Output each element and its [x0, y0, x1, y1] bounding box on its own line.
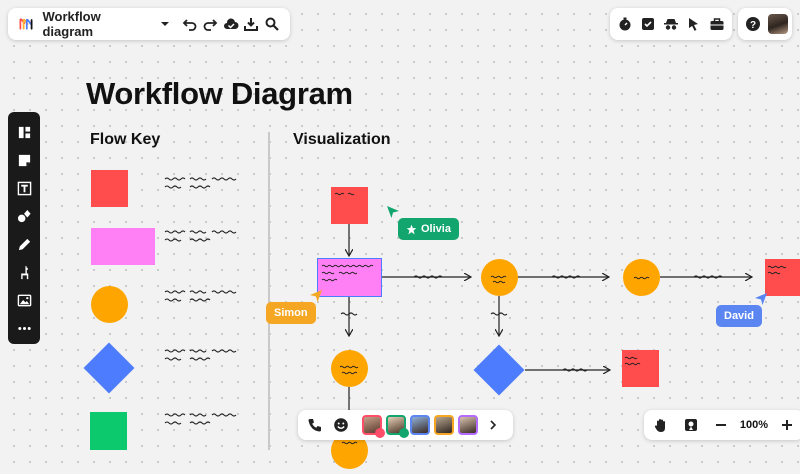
- olivia-name: Olivia: [421, 223, 451, 235]
- simon-label: Simon: [266, 302, 316, 324]
- download-icon[interactable]: [241, 13, 261, 35]
- checkbox-icon[interactable]: [637, 13, 659, 35]
- node-red-square-lower[interactable]: [622, 350, 659, 387]
- question-icon[interactable]: ?: [742, 13, 764, 35]
- node-orange-circle-right[interactable]: [623, 259, 660, 296]
- key-red-square[interactable]: [91, 170, 128, 207]
- briefcase-icon[interactable]: [706, 13, 728, 35]
- text-icon[interactable]: [10, 174, 38, 202]
- avatar[interactable]: [768, 14, 788, 34]
- simon-name: Simon: [274, 307, 308, 319]
- key-description-4: [164, 349, 237, 361]
- chevron-right-icon[interactable]: [482, 414, 504, 436]
- emoji-icon[interactable]: [330, 414, 352, 436]
- section-divider: [268, 132, 270, 450]
- pen-icon[interactable]: [10, 230, 38, 258]
- collaborator-avatar[interactable]: [434, 415, 454, 435]
- collaborator-avatar[interactable]: [362, 415, 385, 438]
- undo-icon[interactable]: [180, 13, 200, 35]
- star-badge-icon: [375, 428, 385, 438]
- simon-cursor-icon: [310, 290, 322, 302]
- key-description-3: [164, 290, 237, 302]
- redo-icon[interactable]: [200, 13, 220, 35]
- node-red-square-end[interactable]: [765, 259, 800, 296]
- timer-icon[interactable]: [614, 13, 636, 35]
- chevron-down-icon[interactable]: [155, 13, 175, 35]
- visualization-title: Visualization: [293, 131, 391, 148]
- node-orange-circle-mid[interactable]: [481, 259, 518, 296]
- collaborator-avatar[interactable]: [410, 415, 430, 435]
- key-description-1: [164, 177, 237, 189]
- star-icon: [406, 224, 417, 234]
- collaborator-avatar[interactable]: [458, 415, 478, 435]
- key-green-square[interactable]: [90, 412, 127, 450]
- left-sidebar: [8, 112, 40, 344]
- svg-text:?: ?: [750, 20, 756, 31]
- top-right-user-panel: ?: [738, 8, 792, 40]
- key-orange-circle[interactable]: [91, 286, 128, 323]
- zoom-level[interactable]: 100%: [739, 419, 768, 431]
- bottom-collab-bar: [298, 410, 513, 440]
- sticky-note-icon[interactable]: [10, 146, 38, 174]
- search-icon[interactable]: [261, 13, 281, 35]
- llama-icon[interactable]: [10, 258, 38, 286]
- key-pink-rectangle[interactable]: [91, 228, 155, 265]
- cloud-check-icon[interactable]: [221, 13, 241, 35]
- node-orange-circle-lower[interactable]: [331, 350, 368, 387]
- david-name: David: [724, 310, 754, 322]
- board-title[interactable]: Workflow diagram: [42, 9, 101, 39]
- zoom-controls: 100%: [644, 410, 800, 440]
- collaborator-avatar[interactable]: [386, 415, 409, 438]
- phone-icon[interactable]: [304, 414, 326, 436]
- node-red-square-start[interactable]: [331, 187, 368, 224]
- map-icon[interactable]: [680, 414, 702, 436]
- cursor-icon[interactable]: [683, 13, 705, 35]
- incognito-icon[interactable]: [660, 13, 682, 35]
- olivia-label: Olivia: [398, 218, 459, 240]
- david-label: David: [716, 305, 762, 327]
- flow-key-title: Flow Key: [90, 131, 161, 148]
- image-icon[interactable]: [10, 286, 38, 314]
- plus-icon[interactable]: [776, 414, 798, 436]
- top-left-toolbar: Workflow diagram: [8, 8, 290, 40]
- page-title: Workflow Diagram: [86, 76, 353, 111]
- key-description-2: [164, 230, 237, 242]
- key-description-5: [164, 413, 237, 425]
- more-icon[interactable]: [10, 314, 38, 342]
- logo-icon[interactable]: [16, 13, 36, 35]
- star-badge-icon: [399, 428, 409, 438]
- shapes-icon[interactable]: [10, 202, 38, 230]
- diagram-connectors: [340, 224, 800, 412]
- layout-icon[interactable]: [10, 118, 38, 146]
- top-right-toolbar: [610, 8, 732, 40]
- olivia-cursor-icon: [387, 206, 399, 218]
- hand-icon[interactable]: [650, 414, 672, 436]
- david-cursor-icon: [755, 293, 767, 305]
- minus-icon[interactable]: [710, 414, 732, 436]
- node-pink-process[interactable]: [317, 258, 382, 297]
